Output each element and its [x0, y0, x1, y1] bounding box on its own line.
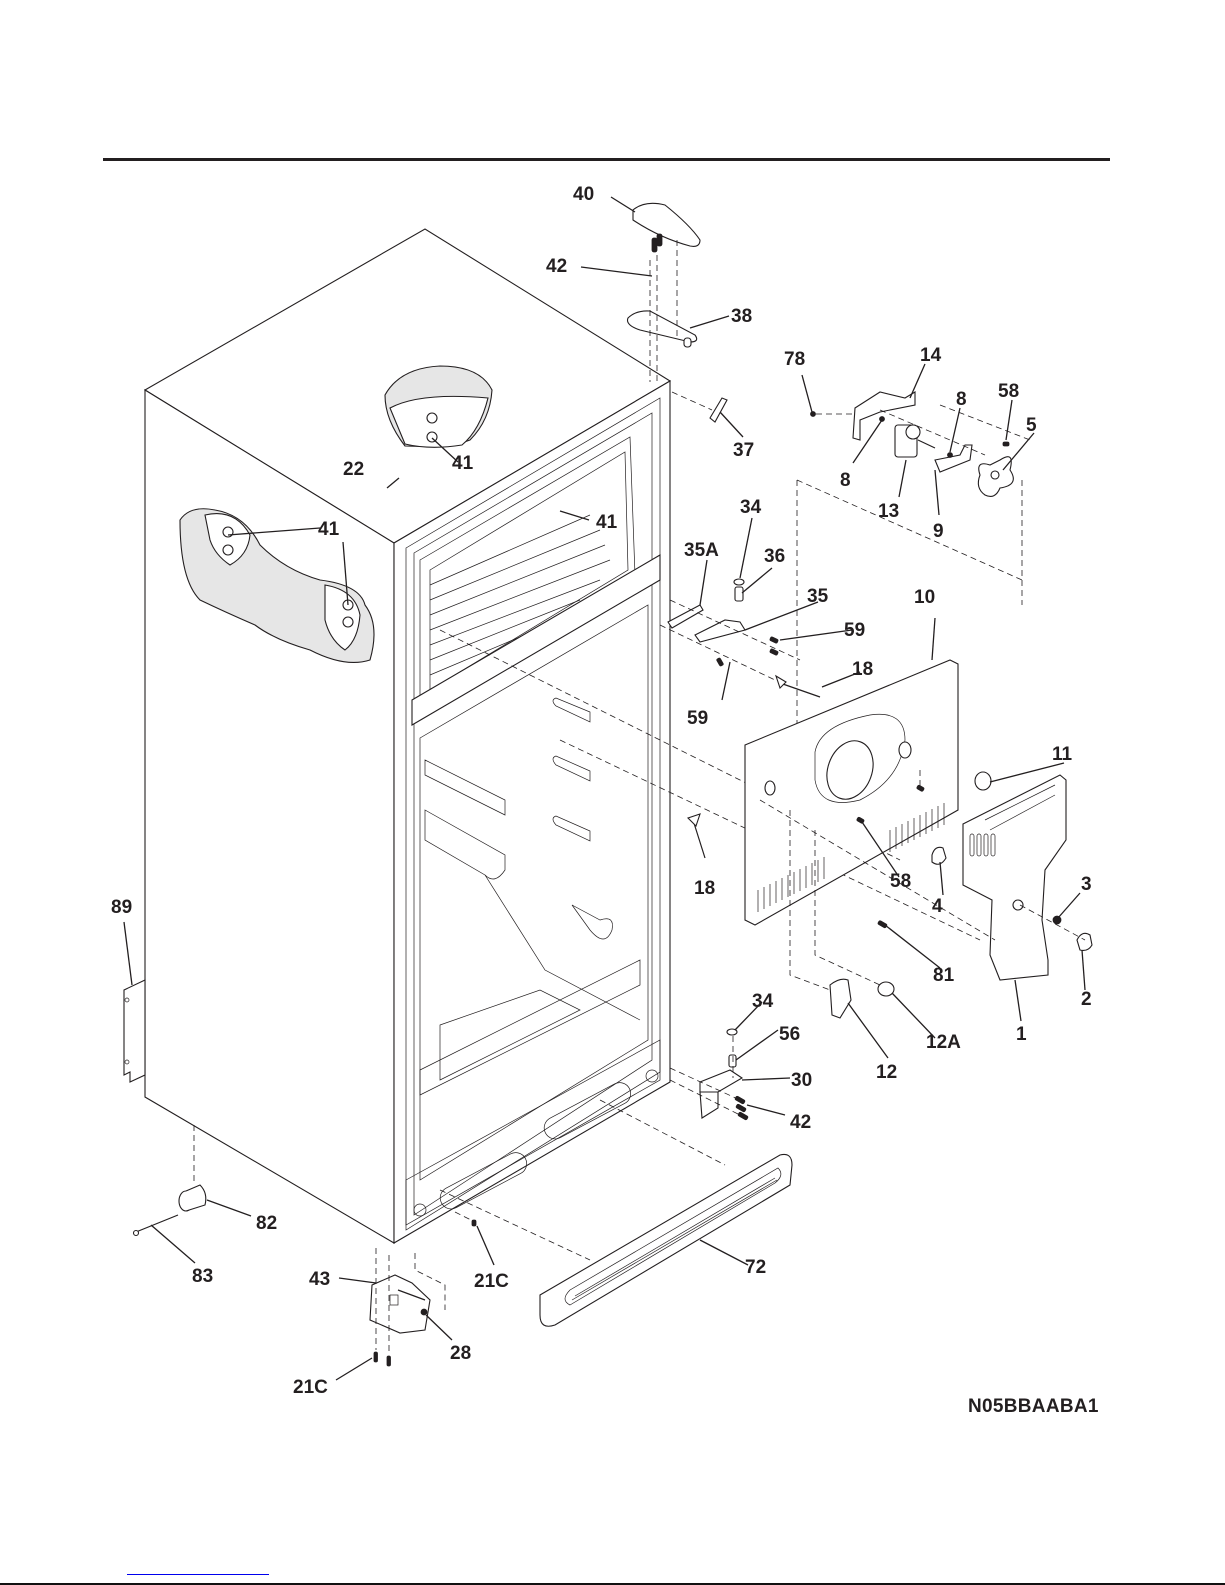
callout-13[interactable]: 13: [878, 501, 899, 522]
callout-36[interactable]: 36: [764, 546, 785, 567]
part-34-washer-top[interactable]: [734, 579, 744, 585]
callout-43[interactable]: 43: [309, 1269, 330, 1290]
part-9-motor-bracket[interactable]: [935, 445, 972, 472]
callout-9[interactable]: 9: [933, 521, 944, 542]
callout-58-top[interactable]: 58: [998, 381, 1019, 402]
part-30-bottom-hinge[interactable]: [700, 1070, 742, 1118]
callout-34-top[interactable]: 34: [740, 497, 762, 518]
callout-30[interactable]: 30: [791, 1070, 812, 1091]
callout-81[interactable]: 81: [933, 965, 955, 986]
callout-41-top[interactable]: 41: [452, 453, 474, 474]
part-18-shelf-support-bottom[interactable]: [688, 814, 705, 858]
callout-10[interactable]: 10: [914, 587, 935, 608]
callout-59-left[interactable]: 59: [687, 708, 708, 729]
callout-4[interactable]: 4: [932, 896, 943, 917]
part-4-light-socket[interactable]: [932, 847, 946, 864]
part-82-roller[interactable]: [179, 1185, 206, 1211]
callout-1[interactable]: 1: [1016, 1024, 1027, 1045]
part-72-toe-grille[interactable]: [540, 1154, 792, 1326]
part-56-pin[interactable]: [729, 1055, 736, 1067]
callout-41-side[interactable]: 41: [318, 519, 340, 540]
part-40-hinge-cover[interactable]: [633, 203, 700, 246]
part-12-light-switch[interactable]: [830, 979, 851, 1018]
part-13-fan-motor[interactable]: [895, 425, 935, 457]
callout-72[interactable]: 72: [745, 1257, 766, 1278]
part-43-leveling-bracket[interactable]: [370, 1275, 430, 1333]
part-5-fan-blade[interactable]: [978, 457, 1013, 497]
callout-3[interactable]: 3: [1081, 874, 1092, 895]
drawing-code: N05BBAABA1: [968, 1396, 1099, 1418]
part-3-nut[interactable]: [1053, 916, 1061, 924]
callout-59-right[interactable]: 59: [844, 620, 865, 641]
part-37-shim[interactable]: [710, 398, 727, 422]
callout-58-cover[interactable]: 58: [890, 871, 911, 892]
callout-37[interactable]: 37: [733, 440, 754, 461]
part-10-evaporator-cover[interactable]: [745, 660, 958, 925]
part-1-control-housing[interactable]: [963, 775, 1066, 980]
screw-81[interactable]: [878, 920, 888, 928]
callout-12A[interactable]: 12A: [926, 1032, 961, 1053]
part-36-pin[interactable]: [735, 587, 743, 601]
callout-2[interactable]: 2: [1081, 989, 1092, 1010]
callout-12[interactable]: 12: [876, 1062, 897, 1083]
callout-18-top[interactable]: 18: [852, 659, 873, 680]
callout-56[interactable]: 56: [779, 1024, 800, 1045]
callout-82[interactable]: 82: [256, 1213, 277, 1234]
callout-41-inner[interactable]: 41: [596, 512, 618, 533]
callout-28[interactable]: 28: [450, 1343, 471, 1364]
callout-38[interactable]: 38: [731, 306, 752, 327]
callout-21C-bottom[interactable]: 21C: [293, 1377, 328, 1398]
part-35A-hinge[interactable]: [668, 605, 703, 628]
callout-8-left[interactable]: 8: [840, 470, 851, 491]
part-42-screws-top[interactable]: [652, 234, 662, 252]
link-underline[interactable]: [127, 1574, 269, 1575]
part-38-top-hinge[interactable]: [628, 311, 697, 347]
callout-83[interactable]: 83: [192, 1266, 213, 1287]
part-11-light-lens[interactable]: [975, 772, 991, 790]
callout-5[interactable]: 5: [1026, 415, 1037, 436]
callout-78[interactable]: 78: [784, 349, 805, 370]
callout-22[interactable]: 22: [343, 459, 364, 480]
callout-42-bottom[interactable]: 42: [790, 1112, 811, 1133]
callout-40[interactable]: 40: [573, 184, 594, 205]
callout-21C-top[interactable]: 21C: [474, 1271, 509, 1292]
callout-34-bottom[interactable]: 34: [752, 991, 774, 1012]
part-12A-bulb-cover[interactable]: [878, 982, 894, 996]
callout-35A[interactable]: 35A: [684, 540, 719, 561]
callout-11[interactable]: 11: [1052, 744, 1073, 765]
part-18-shelf-support-top[interactable]: [776, 676, 820, 697]
callout-8-right[interactable]: 8: [956, 389, 967, 410]
screw-58-top[interactable]: [1003, 442, 1009, 446]
screws-59[interactable]: [716, 636, 778, 666]
callout-35[interactable]: 35: [807, 586, 829, 607]
part-2-knob[interactable]: [1077, 933, 1092, 950]
callout-89[interactable]: 89: [111, 897, 132, 918]
part-89-side-bracket[interactable]: [124, 980, 145, 1082]
part-42-screws-bottom[interactable]: [735, 1096, 749, 1120]
part-83-axle[interactable]: [134, 1215, 179, 1236]
callout-18-bottom[interactable]: 18: [694, 878, 715, 899]
callout-42-top[interactable]: 42: [546, 256, 567, 277]
callout-14[interactable]: 14: [920, 345, 942, 366]
screw-78[interactable]: [811, 412, 816, 417]
